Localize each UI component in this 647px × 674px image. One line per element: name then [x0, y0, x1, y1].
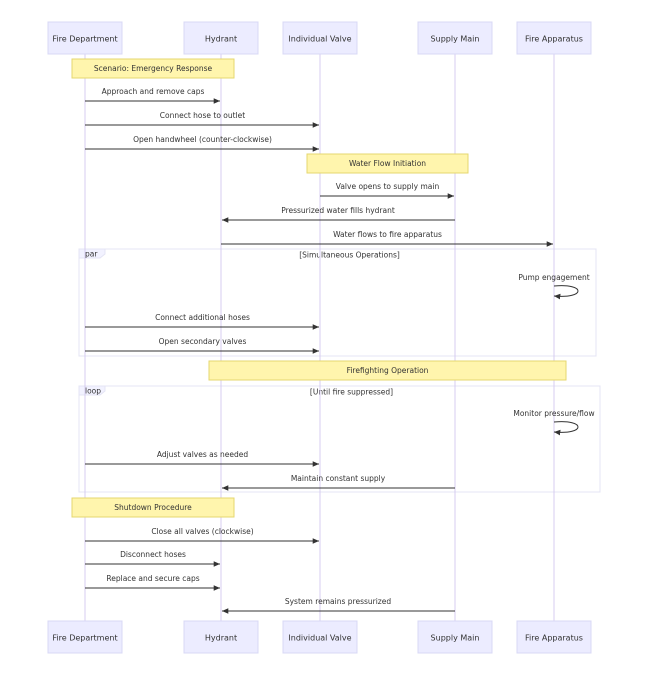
- message-connect-additional-hoses: Connect additional hoses: [85, 313, 319, 330]
- actor-box: [47, 21, 123, 55]
- note-text: Scenario: Emergency Response: [94, 64, 213, 73]
- message-replace-and-secure-caps: Replace and secure caps: [85, 574, 220, 591]
- note-text: Water Flow Initiation: [349, 159, 426, 168]
- message-label: Pump engagement: [518, 273, 589, 282]
- message-open-secondary-valves: Open secondary valves: [85, 337, 319, 354]
- actor-label: Supply Main: [431, 634, 480, 643]
- actor-bottom-fire-apparatus: Fire Apparatus: [516, 620, 592, 654]
- note-water-flow-initiation: Water Flow Initiation: [306, 153, 469, 174]
- actor-bottom-hydrant: Hydrant: [183, 620, 259, 654]
- actor-box: [516, 620, 592, 654]
- message-label: Connect hose to outlet: [160, 111, 246, 120]
- actor-label: Fire Department: [52, 35, 117, 44]
- message-label: Close all valves (clockwise): [151, 527, 253, 536]
- actor-top-hydrant: Hydrant: [183, 21, 259, 55]
- message-label: System remains pressurized: [285, 597, 391, 606]
- loop-frame-label: loop: [85, 387, 101, 396]
- actor-box: [47, 620, 123, 654]
- actor-label: Fire Apparatus: [525, 35, 583, 44]
- self-message-arrow: [553, 285, 579, 300]
- actor-box: [282, 21, 358, 55]
- message-label: Maintain constant supply: [291, 474, 386, 483]
- message-adjust-valves-as-needed: Adjust valves as needed: [85, 450, 319, 467]
- actor-label: Individual Valve: [288, 35, 351, 44]
- actor-top-individual-valve: Individual Valve: [282, 21, 358, 55]
- actor-label: Hydrant: [205, 35, 237, 44]
- message-label: Pressurized water fills hydrant: [281, 206, 395, 215]
- par-frame-border: [78, 248, 597, 357]
- actor-label: Individual Valve: [288, 634, 351, 643]
- note-box: [208, 360, 567, 381]
- note-box: [306, 153, 469, 174]
- actor-box: [516, 21, 592, 55]
- message-close-all-valves-clockwise: Close all valves (clockwise): [85, 527, 319, 544]
- actor-label: Fire Department: [52, 634, 117, 643]
- actor-label: Hydrant: [205, 634, 237, 643]
- message-approach-and-remove-caps: Approach and remove caps: [85, 87, 220, 104]
- par-frame-condition: [Simultaneous Operations]: [299, 251, 400, 260]
- message-label: Connect additional hoses: [155, 313, 250, 322]
- note-text: Firefighting Operation: [347, 366, 429, 375]
- message-pressurized-water-fills-hydrant: Pressurized water fills hydrant: [222, 206, 455, 223]
- note-shutdown-procedure: Shutdown Procedure: [71, 497, 235, 518]
- actor-label: Fire Apparatus: [525, 634, 583, 643]
- message-label: Approach and remove caps: [102, 87, 205, 96]
- message-label: Valve opens to supply main: [336, 182, 440, 191]
- actor-bottom-individual-valve: Individual Valve: [282, 620, 358, 654]
- note-text: Shutdown Procedure: [114, 503, 192, 512]
- message-water-flows-to-fire-apparatus: Water flows to fire apparatus: [221, 230, 553, 247]
- par-frame: par [Simultaneous Operations]: [78, 248, 597, 357]
- message-system-remains-pressurized: System remains pressurized: [222, 597, 455, 614]
- message-label: Open secondary valves: [159, 337, 247, 346]
- actor-box: [183, 620, 259, 654]
- note-box: [71, 58, 235, 79]
- message-label: Monitor pressure/flow: [513, 409, 594, 418]
- actor-bottom-fire-department: Fire Department: [47, 620, 123, 654]
- actor-top-fire-apparatus: Fire Apparatus: [516, 21, 592, 55]
- message-label: Adjust valves as needed: [157, 450, 249, 459]
- message-pump-engagement: Pump engagement: [518, 273, 590, 300]
- message-disconnect-hoses: Disconnect hoses: [85, 550, 220, 567]
- message-valve-opens-to-supply-main: Valve opens to supply main: [320, 182, 454, 199]
- note-scenario-emergency-response: Scenario: Emergency Response: [71, 58, 235, 79]
- actor-bottom-supply-main: Supply Main: [417, 620, 493, 654]
- par-frame-label: par: [85, 250, 98, 259]
- message-maintain-constant-supply: Maintain constant supply: [222, 474, 455, 491]
- message-label: Open handwheel (counter-clockwise): [133, 135, 272, 144]
- self-message-arrow: [553, 421, 579, 436]
- loop-frame-border: [78, 385, 601, 493]
- note-firefighting-operation: Firefighting Operation: [208, 360, 567, 381]
- actor-label: Supply Main: [431, 35, 480, 44]
- message-label: Disconnect hoses: [120, 550, 186, 559]
- loop-frame-condition: [Until fire suppressed]: [310, 388, 393, 397]
- note-box: [71, 497, 235, 518]
- actor-top-supply-main: Supply Main: [417, 21, 493, 55]
- actor-box: [183, 21, 259, 55]
- message-connect-hose-to-outlet: Connect hose to outlet: [85, 111, 319, 128]
- actor-box: [417, 21, 493, 55]
- message-label: Water flows to fire apparatus: [333, 230, 442, 239]
- message-monitor-pressure-flow: Monitor pressure/flow: [513, 409, 595, 436]
- actor-box: [282, 620, 358, 654]
- actor-top-fire-department: Fire Department: [47, 21, 123, 55]
- message-open-handwheel-counter-clockwise: Open handwheel (counter-clockwise): [85, 135, 319, 152]
- message-label: Replace and secure caps: [106, 574, 199, 583]
- actor-box: [417, 620, 493, 654]
